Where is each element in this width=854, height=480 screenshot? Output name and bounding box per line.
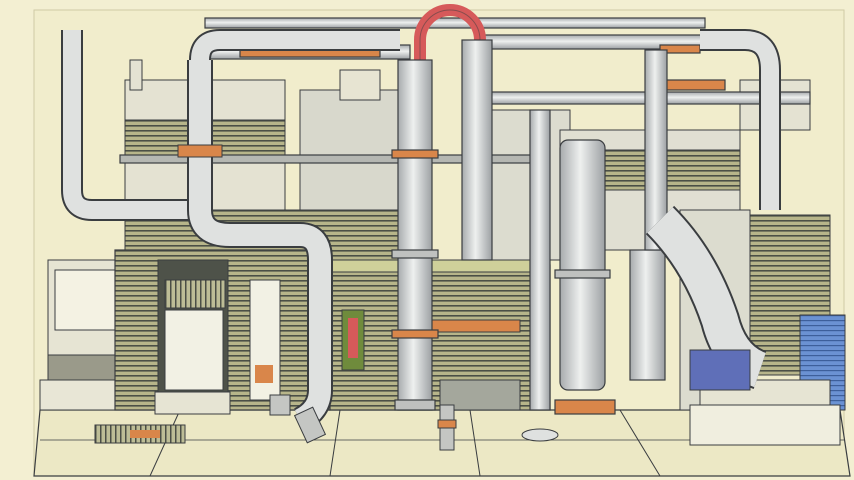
right-bent-pipe — [645, 29, 781, 391]
left-building — [39, 259, 131, 411]
right-towers — [529, 49, 668, 415]
left-bent-pipe — [61, 29, 400, 432]
main-building — [114, 249, 331, 415]
floor-equipment — [269, 394, 559, 451]
central-column — [391, 39, 493, 411]
central-building — [329, 259, 551, 411]
